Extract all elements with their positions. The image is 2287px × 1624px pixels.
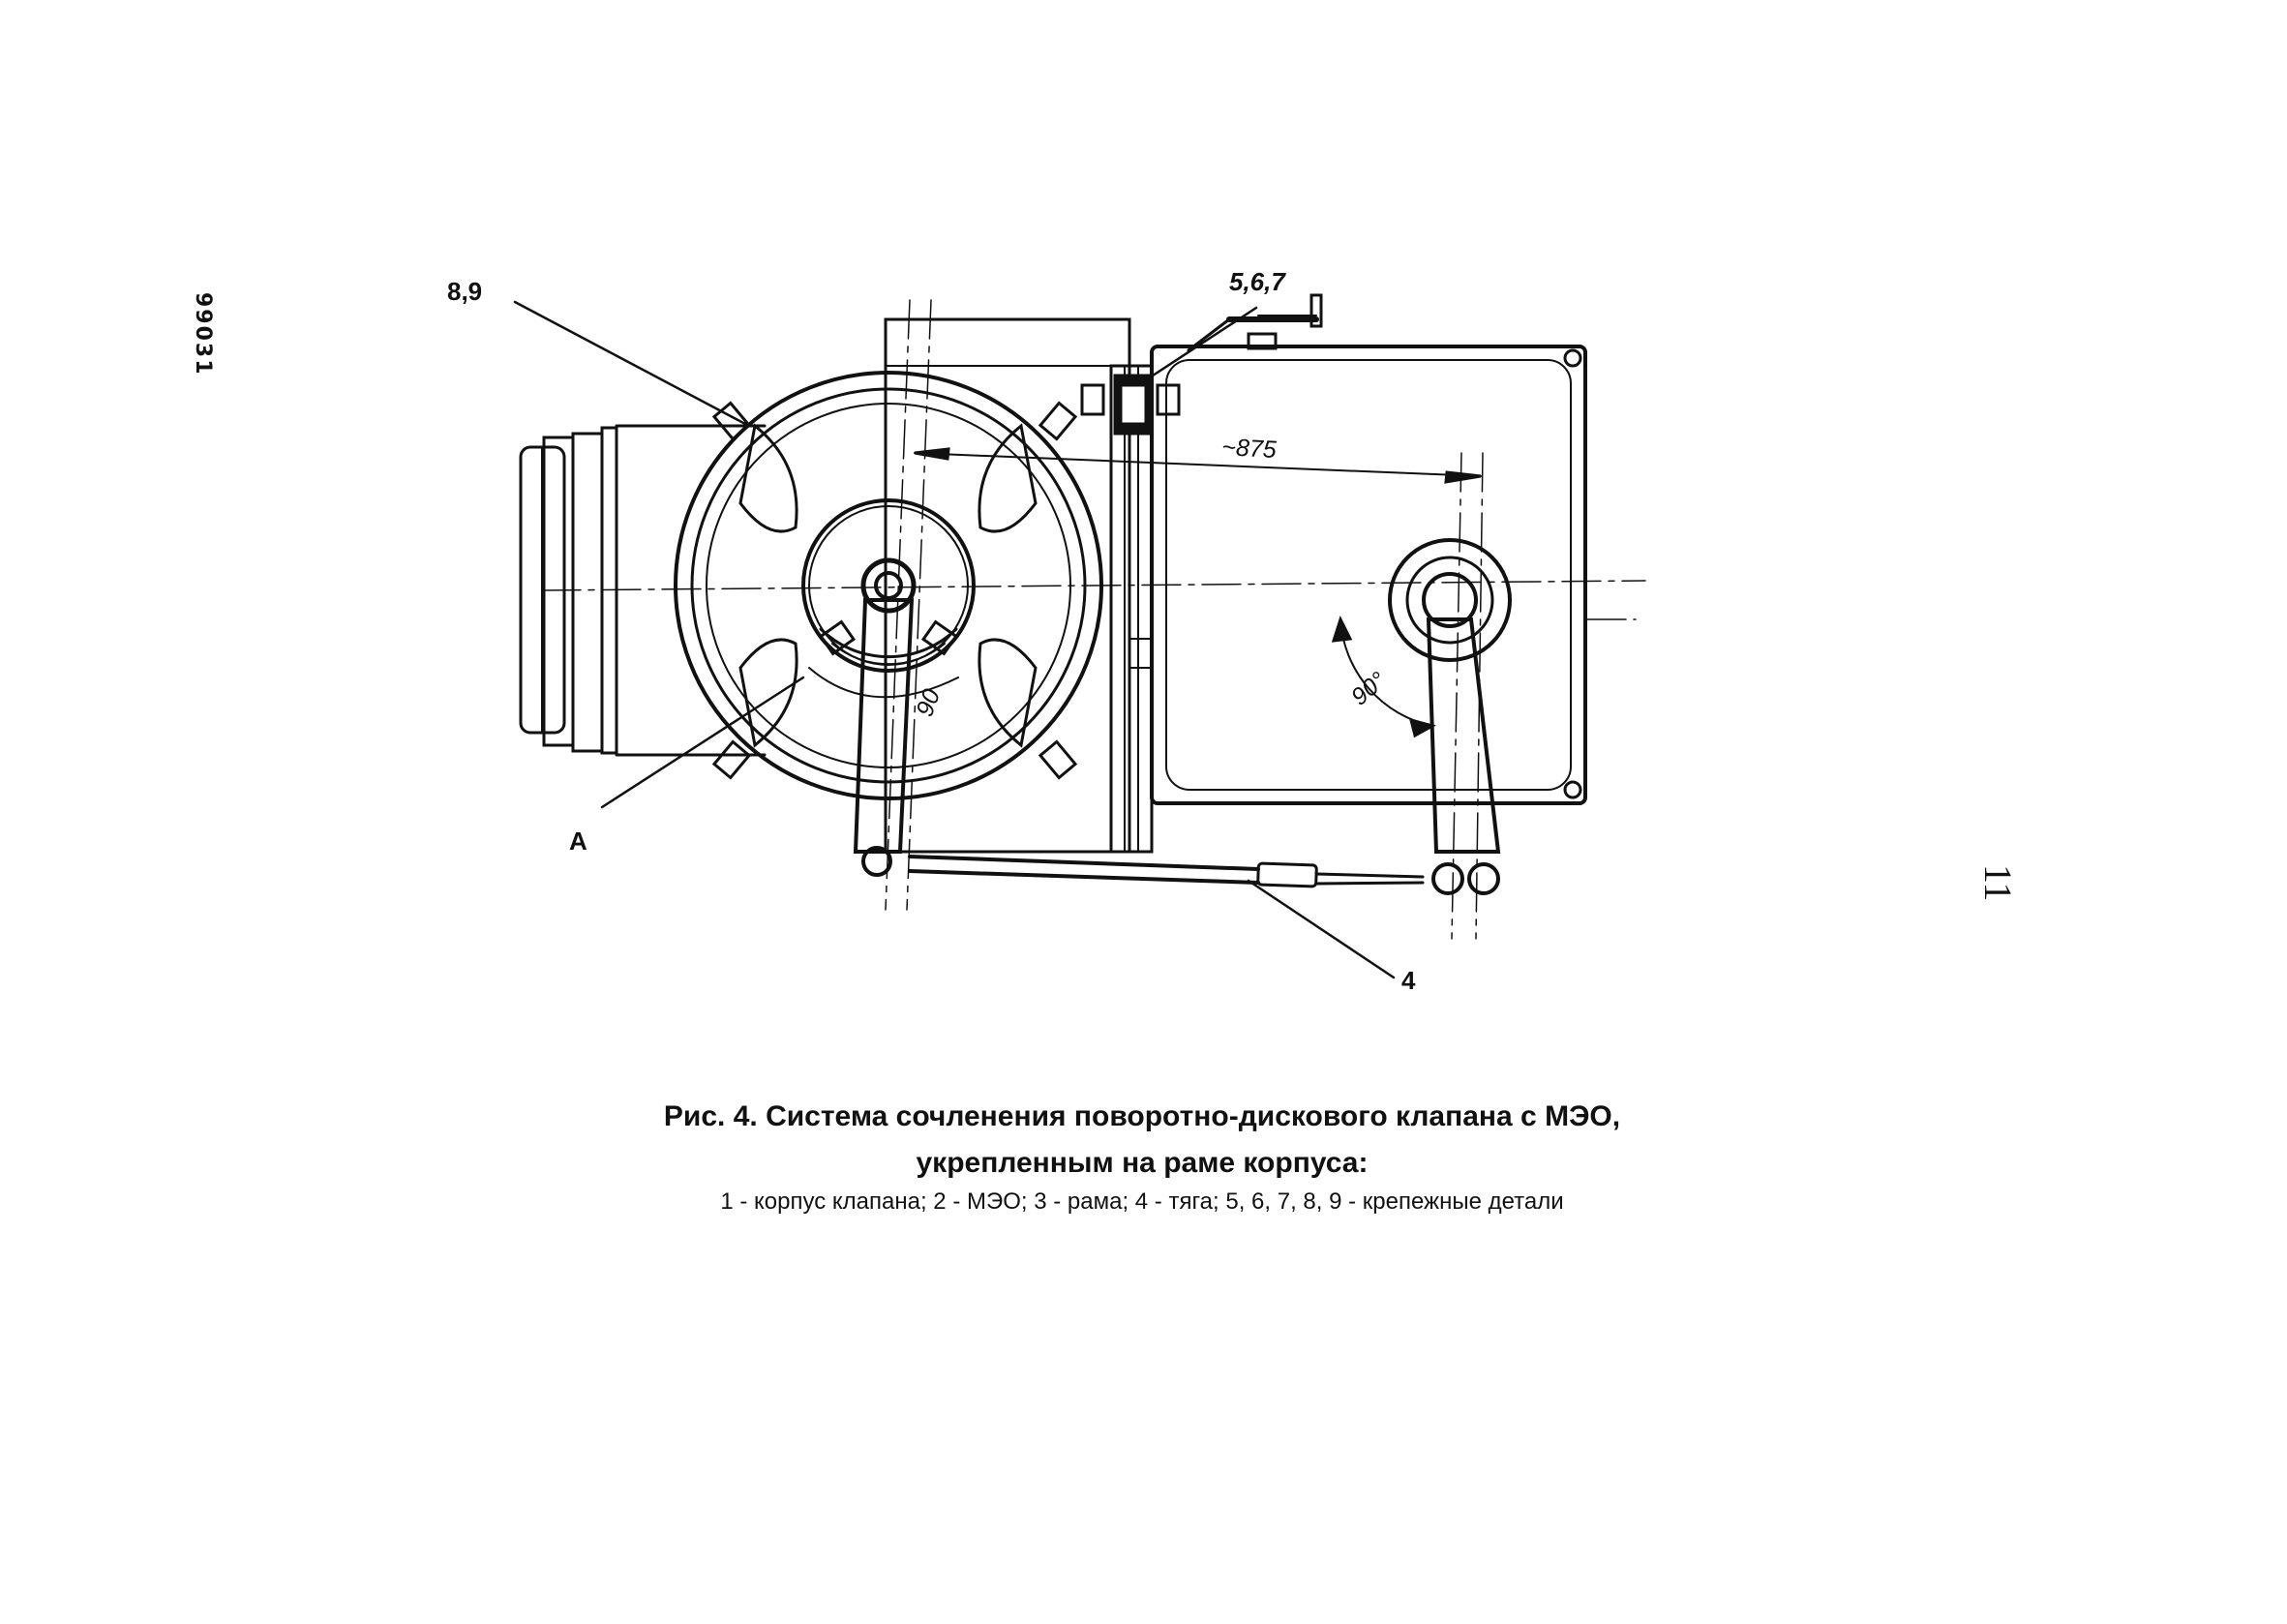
actuator-lever: [1426, 617, 1501, 895]
center-lines: [541, 299, 1646, 940]
wheel-bolts: [711, 401, 1078, 780]
label-rod-4: 4: [1401, 966, 1416, 995]
distance-dimension: [914, 447, 1482, 484]
label-bolts-8-9: 8,9: [447, 277, 482, 306]
frame-fasteners: [1080, 374, 1181, 436]
angle-90-arc: [1331, 616, 1436, 738]
dimension-875: ~875: [1221, 434, 1278, 464]
actuator-body: [1150, 293, 1587, 805]
angle-scale: [808, 619, 959, 699]
figure-legend: 1 - корпус клапана; 2 - МЭО; 3 - рама; 4…: [720, 1188, 1564, 1215]
leader-lines: [513, 300, 1396, 979]
caption-line-2: укрепленным на раме корпуса:: [916, 1147, 1369, 1179]
caption-line-1: Рис. 4. Система сочленения поворотно-дис…: [663, 1100, 1621, 1132]
valve-lever: [853, 598, 915, 877]
connecting-rod: [908, 855, 1425, 888]
label-detail-a: A: [569, 827, 587, 856]
figure-caption-title: Рис. 4. Система сочленения поворотно-дис…: [290, 1094, 1994, 1187]
label-fasteners-5-6-7: 5,6,7: [1229, 267, 1286, 296]
